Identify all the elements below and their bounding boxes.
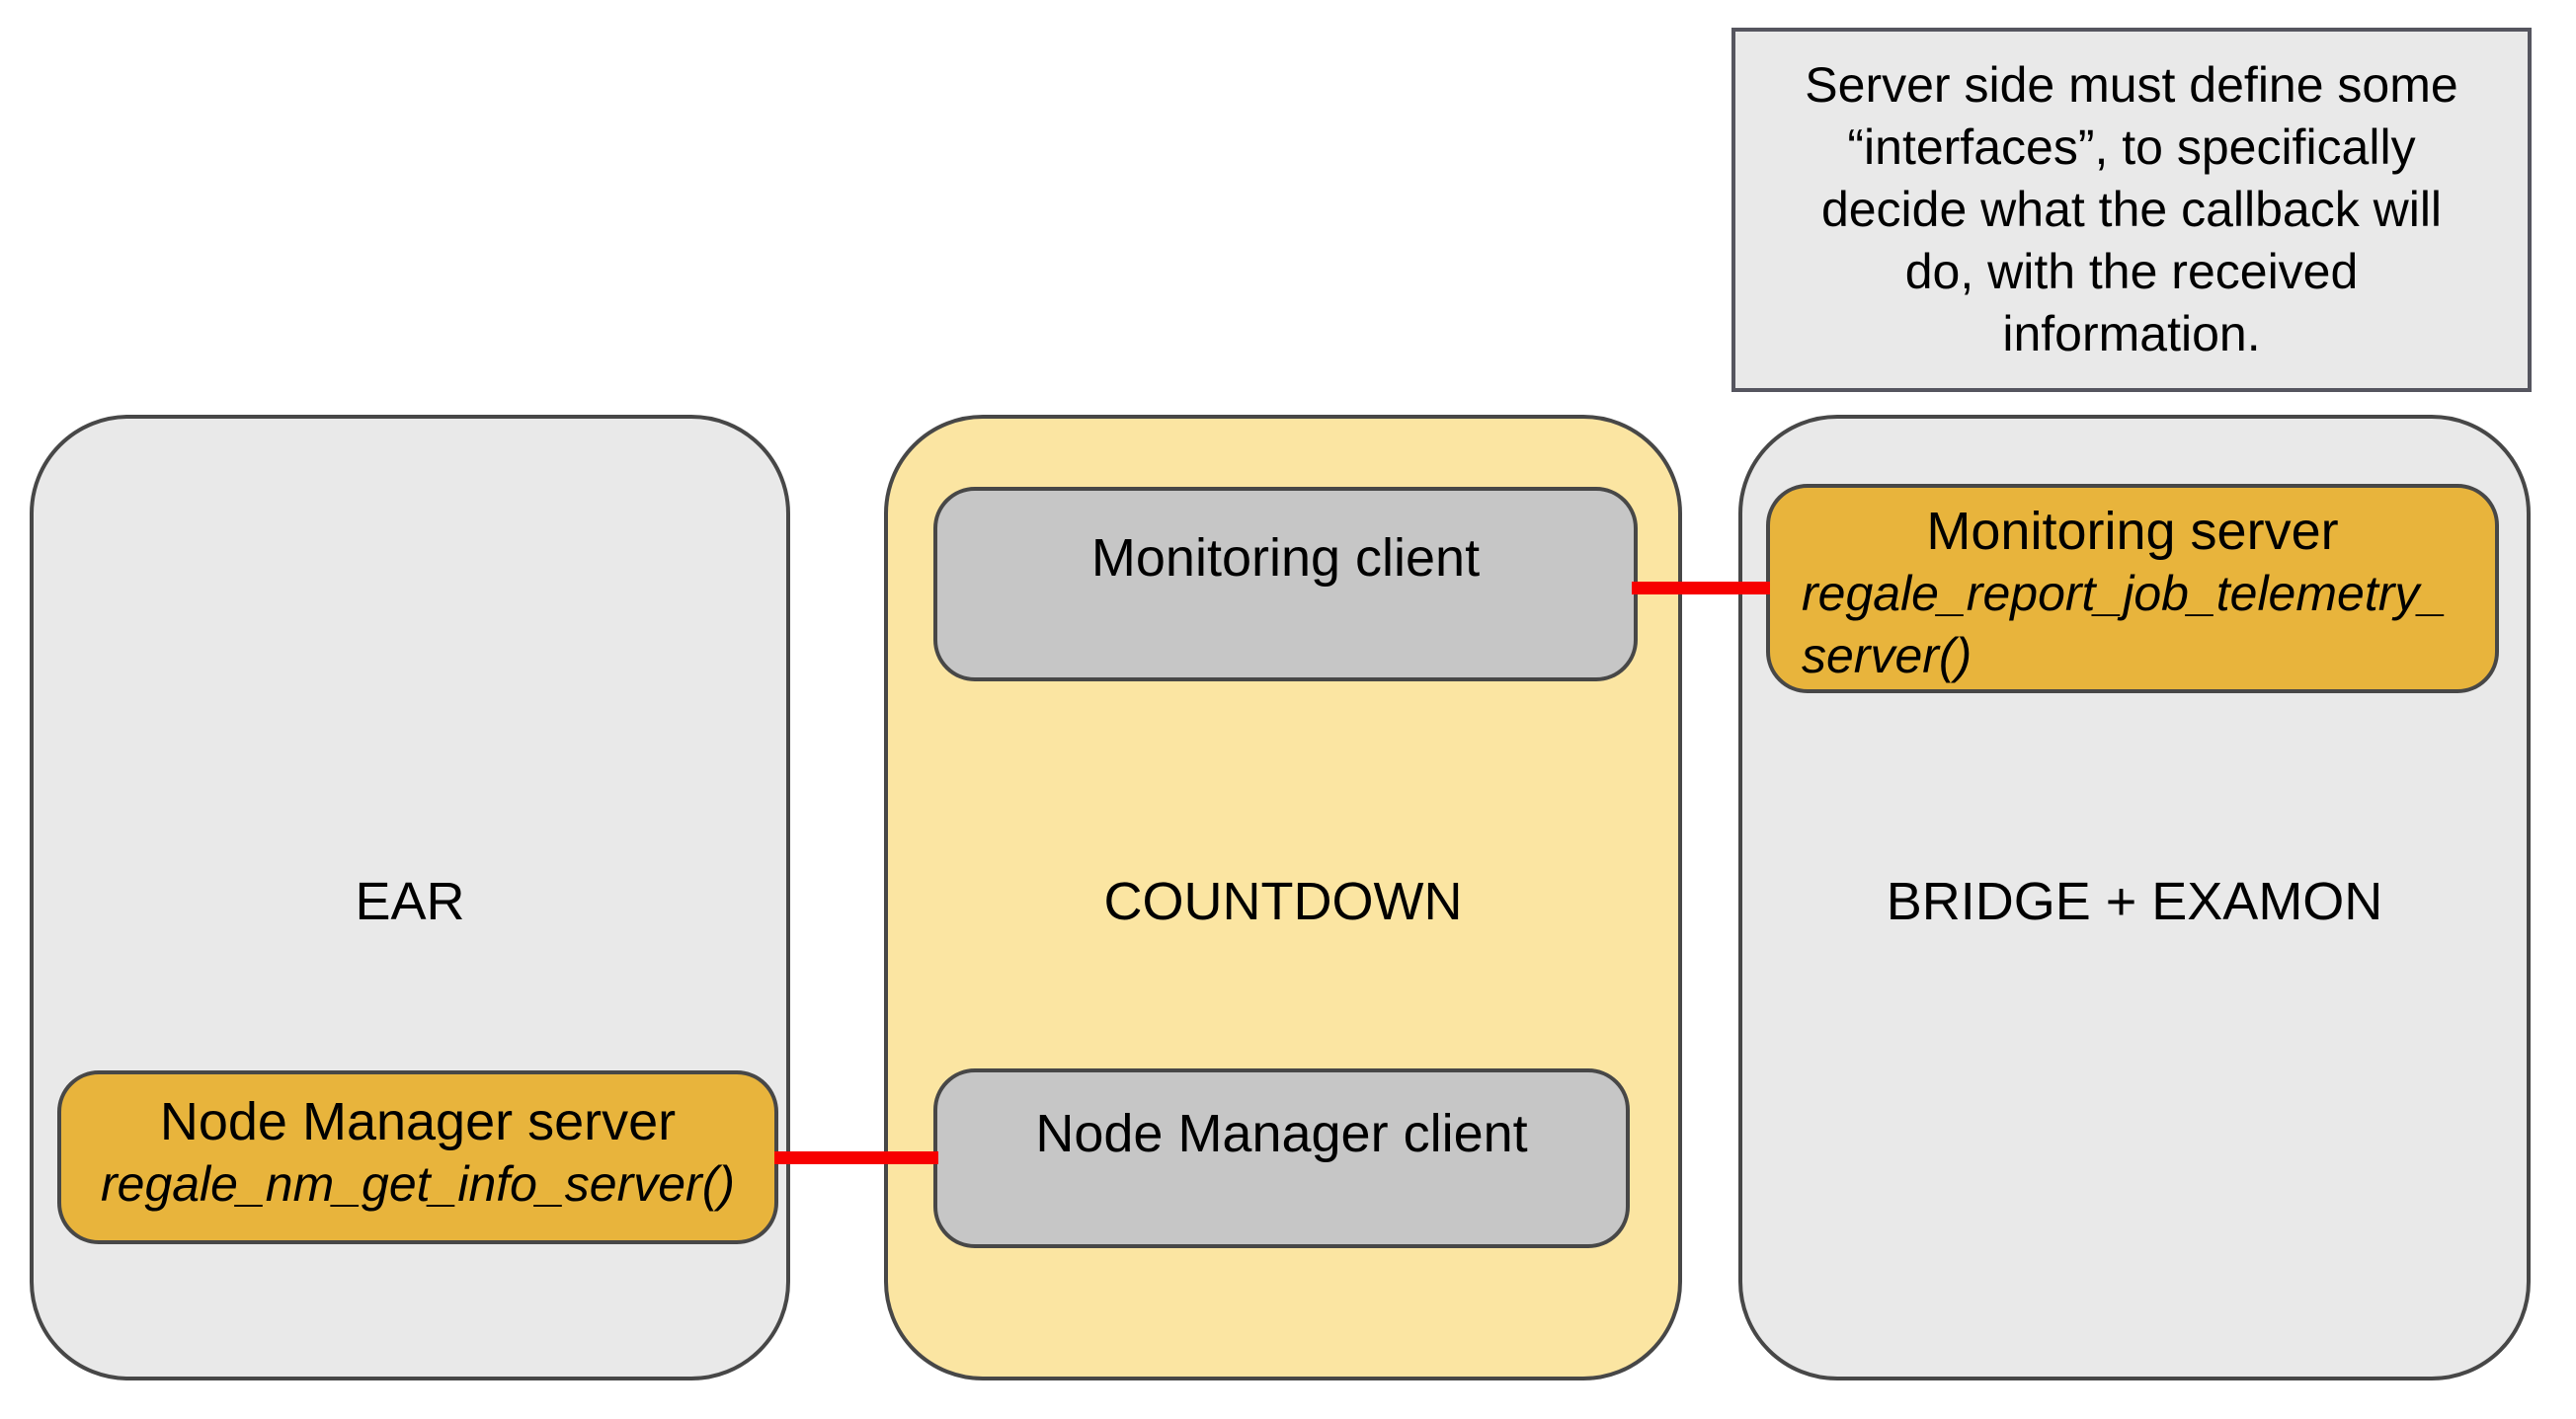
box-monitoring-server-title: Monitoring server — [1926, 502, 2339, 561]
note-text-line: information. — [2002, 306, 2261, 361]
container-ear-label: EAR — [355, 872, 465, 931]
box-node-manager-server-title: Node Manager server — [159, 1092, 677, 1151]
note-text-line: Server side must define some — [1805, 57, 2458, 113]
box-monitoring-server: Monitoring server regale_report_job_tele… — [1766, 484, 2499, 693]
note-text-line: “interfaces”, to specifically — [1847, 119, 2416, 175]
box-node-manager-client: Node Manager client — [933, 1068, 1630, 1248]
connector-monitoring-client-server — [1632, 582, 1770, 594]
box-node-manager-client-title: Node Manager client — [1035, 1104, 1528, 1163]
box-monitoring-client: Monitoring client — [933, 487, 1638, 681]
container-countdown-label: COUNTDOWN — [1103, 872, 1463, 931]
box-monitoring-server-function: regale_report_job_telemetry_ server() — [1802, 566, 2448, 683]
container-bridge-examon-label: BRIDGE + EXAMON — [1886, 872, 2383, 931]
box-monitoring-client-title: Monitoring client — [1090, 528, 1481, 588]
connector-node-manager-server-client — [774, 1151, 938, 1164]
box-node-manager-server-function: regale_nm_get_info_server() — [100, 1156, 736, 1212]
note-text-line: do, with the received — [1904, 244, 2359, 299]
note-box: Server side must define some “interfaces… — [1731, 28, 2532, 392]
note-text-line: decide what the callback will — [1820, 182, 2443, 237]
box-node-manager-server: Node Manager server regale_nm_get_info_s… — [57, 1070, 778, 1244]
